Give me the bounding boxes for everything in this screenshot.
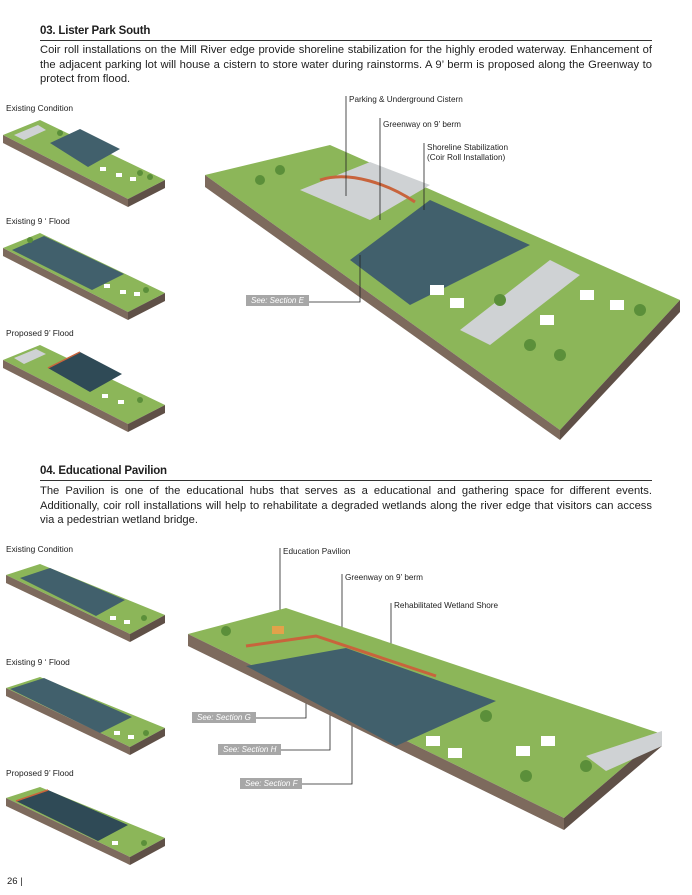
- see-section-link[interactable]: See: Section E: [246, 295, 309, 306]
- thumb-label: Existing 9 ‘ Flood: [6, 216, 70, 226]
- see-section-link[interactable]: See: Section G: [192, 712, 256, 723]
- proposed-flood-diagram: [3, 345, 165, 432]
- section-title: 04. Educational Pavilion: [40, 465, 167, 477]
- callout-shoreline-sub: (Coir Roll Installation): [427, 153, 506, 162]
- see-section-link[interactable]: See: Section H: [218, 744, 282, 755]
- callout-greenway: Greenway on 9’ berm: [383, 120, 461, 129]
- existing-flood-diagram: [6, 677, 165, 755]
- educational-pavilion-axonometric: [188, 608, 662, 830]
- existing-condition-diagram: [6, 564, 165, 642]
- thumb-label: Existing Condition: [6, 103, 74, 113]
- page-number: 26 |: [7, 876, 23, 887]
- callout-parking: Parking & Underground Cistern: [349, 95, 463, 104]
- callout-shoreline: Shoreline Stabilization: [427, 143, 509, 152]
- existing-condition-diagram: [3, 120, 165, 207]
- section-rule: [40, 480, 652, 481]
- section-title: 03. Lister Park South: [40, 25, 151, 37]
- section-rule: [40, 40, 652, 41]
- existing-flood-diagram: [3, 233, 165, 320]
- thumb-label: Existing 9 ‘ Flood: [6, 657, 70, 667]
- see-section-link[interactable]: See: Section F: [240, 778, 303, 789]
- proposed-flood-diagram: [6, 787, 165, 865]
- thumb-label: Proposed 9’ Flood: [6, 328, 74, 338]
- section-description: Coir roll installations on the Mill Rive…: [40, 44, 652, 86]
- callout-wetland: Rehabilitated Wetland Shore: [394, 601, 499, 610]
- section-description: The Pavilion is one of the educational h…: [40, 485, 652, 527]
- lister-park-axonometric: [205, 145, 680, 440]
- callout-pavilion: Education Pavilion: [283, 547, 351, 556]
- callout-greenway: Greenway on 9’ berm: [345, 573, 423, 582]
- thumb-label: Proposed 9’ Flood: [6, 768, 74, 778]
- thumb-label: Existing Condition: [6, 544, 74, 554]
